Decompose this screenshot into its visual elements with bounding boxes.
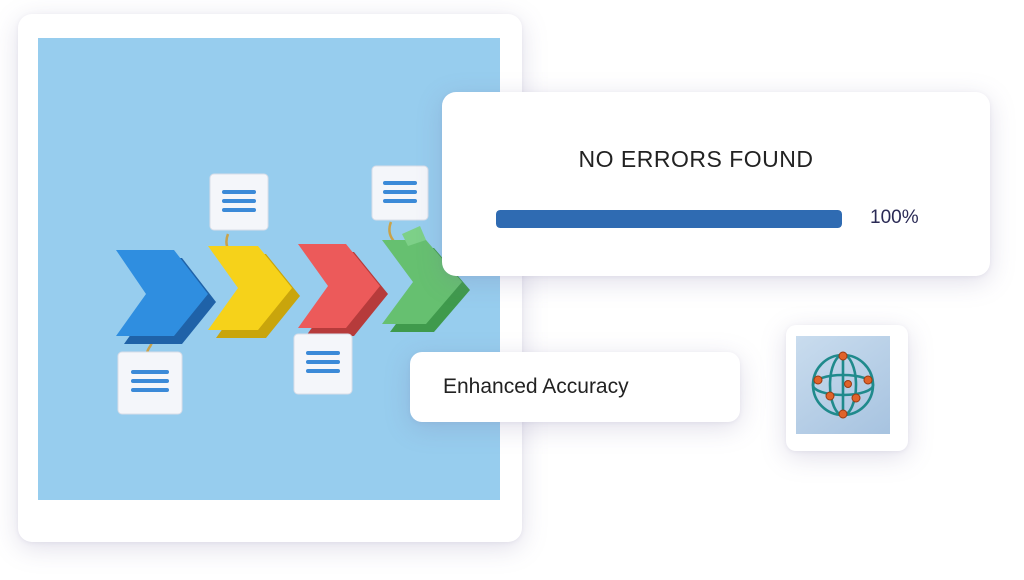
red-arrow <box>298 244 388 336</box>
globe-network-icon <box>811 351 875 419</box>
document-lines-icon <box>117 351 183 415</box>
progress-percent: 100% <box>870 207 919 228</box>
document-lines-icon <box>293 333 353 395</box>
document-lines-icon <box>209 173 269 231</box>
globe-card <box>786 325 908 451</box>
status-title: NO ERRORS FOUND <box>578 146 814 172</box>
illustration-card <box>18 14 522 542</box>
yellow-arrow <box>208 246 300 338</box>
status-card: NO ERRORS FOUND 100% <box>442 92 990 276</box>
process-arrows-illustration <box>116 165 470 415</box>
accuracy-label: Enhanced Accuracy <box>443 375 629 398</box>
progress-bar <box>496 210 842 228</box>
globe-image <box>796 336 890 434</box>
progress-bar-fill <box>496 210 842 228</box>
accuracy-card: Enhanced Accuracy <box>410 352 740 422</box>
blue-arrow <box>116 250 216 344</box>
document-lines-icon <box>371 165 429 221</box>
process-flow-illustration <box>38 38 500 500</box>
